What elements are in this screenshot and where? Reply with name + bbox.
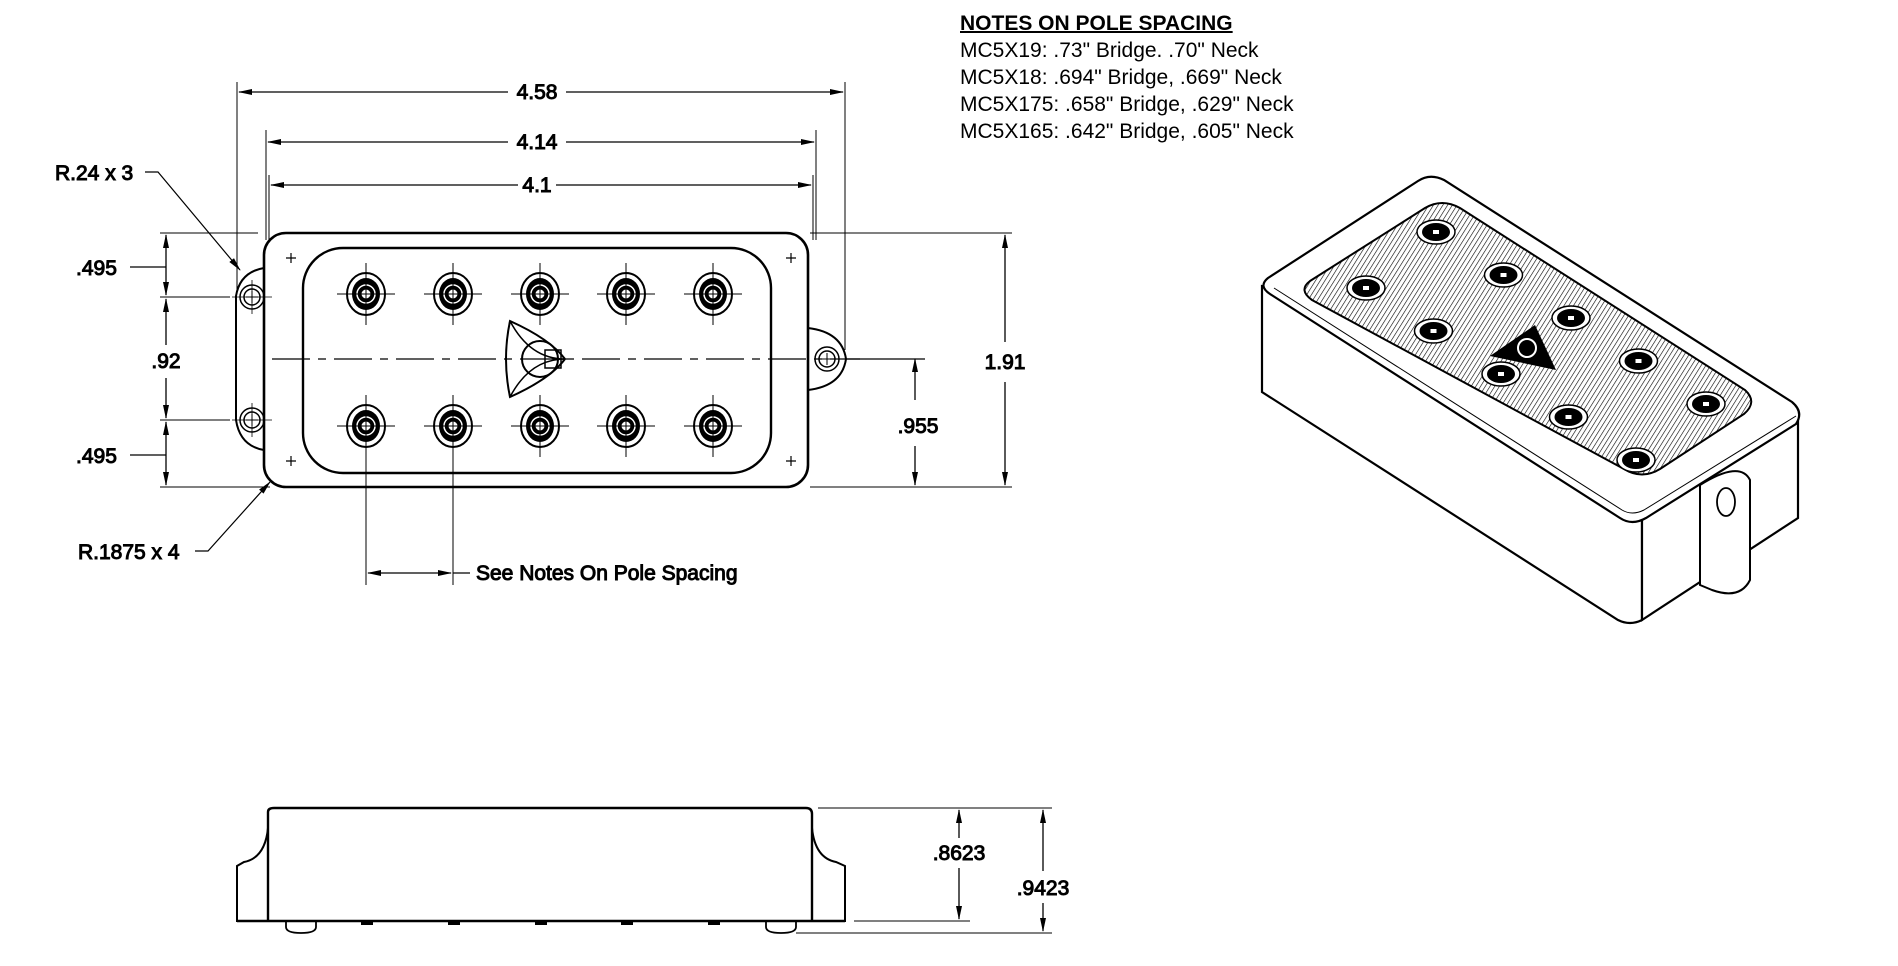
note-line: MC5X18: .694" Bridge, .669" Neck	[960, 66, 1282, 89]
side-view: .8623 .9423	[236, 806, 1070, 934]
dim-corner-radius: R.1875 x 4	[78, 541, 180, 564]
iso-pole-piece	[1616, 447, 1656, 473]
pole-piece	[684, 263, 742, 325]
vertical-dims	[130, 234, 1008, 486]
dim-hole-spacing: .92	[151, 350, 180, 373]
pole-spacing-notes: NOTES ON POLE SPACING MC5X19: .73" Bridg…	[960, 10, 1294, 145]
corner-marks	[286, 253, 796, 466]
pickup-body-outline	[262, 231, 810, 489]
pole-piece	[511, 263, 569, 325]
pole-piece	[424, 395, 482, 457]
iso-pole-piece	[1346, 275, 1386, 301]
pole-piece	[597, 395, 655, 457]
iso-pole-piece	[1413, 318, 1454, 344]
leader-lines	[145, 171, 271, 552]
left-mounting-tab	[235, 267, 265, 451]
dim-body-height: .8623	[933, 842, 986, 865]
dim-tab-radius: R.24 x 3	[55, 162, 133, 185]
iso-pole-piece	[1618, 348, 1659, 374]
iso-pole-piece	[1483, 262, 1524, 288]
dim-cover-length: 4.1	[522, 174, 551, 197]
pole-pieces	[337, 263, 742, 457]
note-line: MC5X19: .73" Bridge. .70" Neck	[960, 39, 1259, 62]
pole-piece	[337, 395, 395, 457]
dim-bottom-offset: .495	[76, 445, 117, 468]
screw-hole	[232, 403, 272, 437]
iso-pole-pieces	[1346, 219, 1726, 473]
note-line: MC5X165: .642" Bridge, .605" Neck	[960, 120, 1294, 143]
triquetra-logo-icon	[505, 319, 567, 399]
iso-pole-piece	[1416, 219, 1456, 245]
isometric-view	[1260, 175, 1801, 625]
dim-overall-length: 4.58	[517, 81, 558, 104]
dim-overall-width: 1.91	[985, 351, 1026, 374]
pole-piece	[511, 395, 569, 457]
notes-title: NOTES ON POLE SPACING	[960, 12, 1233, 35]
side-right-tab	[811, 827, 846, 922]
iso-pole-piece	[1548, 404, 1589, 430]
extension-lines	[160, 82, 1012, 585]
screw-hole	[232, 280, 272, 314]
horizontal-dims	[238, 89, 844, 576]
pole-piece	[424, 263, 482, 325]
pole-piece	[337, 263, 395, 325]
dim-overall-height: .9423	[1017, 877, 1070, 900]
side-left-tab	[236, 827, 269, 922]
dim-top-offset: .495	[76, 257, 117, 280]
dim-body-length: 4.14	[517, 131, 558, 154]
pole-piece	[597, 263, 655, 325]
pole-spacing-note: See Notes On Pole Spacing	[476, 562, 738, 585]
pickup-cover-plate	[301, 246, 773, 475]
note-line: MC5X175: .658" Bridge, .629" Neck	[960, 93, 1294, 116]
iso-pole-piece	[1551, 305, 1591, 331]
side-body-outline	[266, 806, 814, 921]
pole-piece	[684, 395, 742, 457]
iso-triquetra-logo-icon	[1490, 325, 1556, 370]
top-view: 4.58 4.14 4.1 R.24 x 3 R.1875 x 4 .495 .…	[55, 81, 1026, 586]
side-pole-stubs	[361, 921, 720, 925]
iso-pole-piece	[1686, 391, 1726, 417]
iso-pole-piece	[1481, 361, 1521, 387]
dim-half-width: .955	[898, 415, 939, 438]
iso-mounting-tab	[1699, 470, 1751, 595]
screw-hole	[814, 346, 840, 372]
side-feet	[285, 921, 797, 934]
